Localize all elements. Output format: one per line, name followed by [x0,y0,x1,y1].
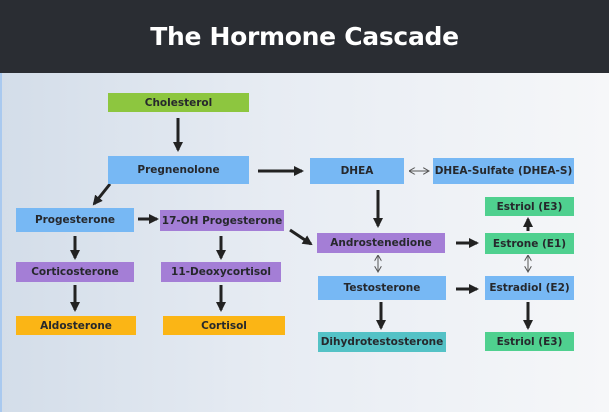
node-dhea: DHEA [310,158,404,184]
node-11-deoxycortisol: 11-Deoxycortisol [161,262,281,282]
node-cortisol: Cortisol [163,316,285,335]
node-estradiol: Estradiol (E2) [485,276,574,300]
node-estriol-top: Estriol (E3) [485,197,574,216]
diagram-title: The Hormone Cascade [150,22,459,51]
node-dhea-sulfate: DHEA-Sulfate (DHEA-S) [433,158,574,184]
node-dihydrotestosterone: Dihydrotestosterone [318,332,446,352]
arrow-pregnenolone-progesterone [92,183,112,206]
node-pregnenolone: Pregnenolone [108,156,249,184]
node-aldosterone: Aldosterone [16,316,136,335]
node-corticosterone: Corticosterone [16,262,134,282]
node-estriol-bottom: Estriol (E3) [485,332,574,351]
node-cholesterol: Cholesterol [108,93,249,112]
left-edge-accent [0,73,2,412]
node-17oh-progesterone: 17-OH Progesterone [160,210,284,231]
node-androstenedione: Androstenedione [317,233,445,253]
node-progesterone: Progesterone [16,208,134,232]
header-bar [0,0,609,73]
arrow-17oh-androstenedione [289,228,313,246]
node-estrone: Estrone (E1) [485,233,574,254]
node-testosterone: Testosterone [318,276,446,300]
